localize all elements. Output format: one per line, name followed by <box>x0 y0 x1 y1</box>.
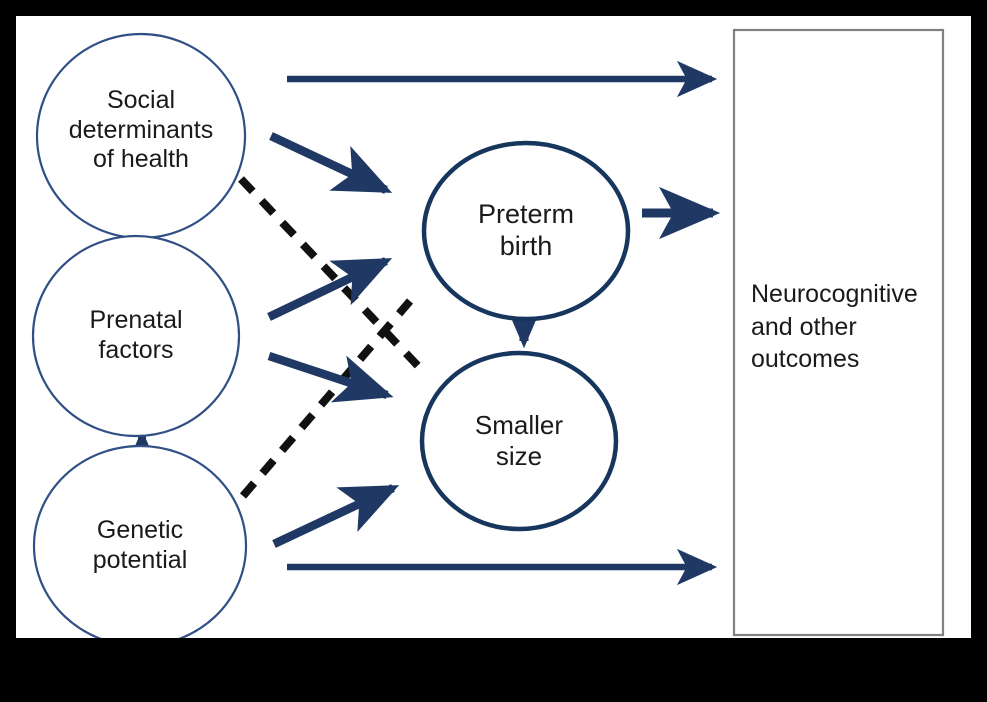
diagram-canvas: Social determinants of health Prenatal f… <box>16 16 971 638</box>
hit-social-determinants[interactable] <box>37 34 245 238</box>
dashed-line-lower <box>239 298 414 499</box>
node-genetic-potential[interactable] <box>32 444 248 638</box>
node-prenatal-factors[interactable] <box>31 234 241 438</box>
hit-genetic-potential[interactable] <box>34 446 246 646</box>
hit-outcomes-box[interactable] <box>734 30 943 635</box>
node-smaller-size[interactable] <box>419 350 619 532</box>
diagram-svg <box>31 28 945 638</box>
hit-preterm-birth[interactable] <box>424 143 628 319</box>
edge-prenatal-to-smaller <box>267 351 394 403</box>
edge-genetic-to-smaller <box>272 484 400 548</box>
node-label-outcomes: Neurocognitive and other outcomes <box>751 280 918 373</box>
node-outcomes-box[interactable] <box>732 28 945 637</box>
edge-prenatal-to-preterm <box>267 257 393 321</box>
node-preterm-birth[interactable] <box>421 140 631 322</box>
hit-smaller-size[interactable] <box>422 353 616 529</box>
dashed-line-upper <box>238 176 421 369</box>
edge-sdoh-to-preterm <box>269 132 393 194</box>
hit-prenatal-factors[interactable] <box>33 236 239 436</box>
